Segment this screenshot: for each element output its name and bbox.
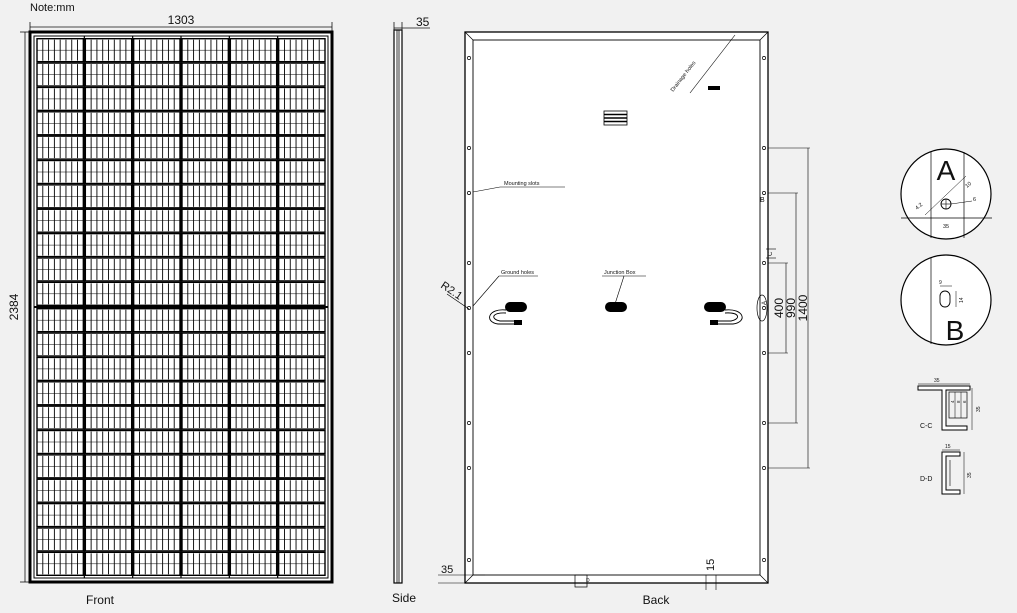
section-dd-d15: 15 xyxy=(945,444,951,450)
detail-a: A 4.2 10 6 35 xyxy=(900,148,992,240)
frame-hole xyxy=(467,421,471,425)
marker-d-label: D xyxy=(586,578,590,584)
front-label: Front xyxy=(86,593,115,607)
frame-hole xyxy=(467,56,471,60)
label-plate xyxy=(603,110,628,126)
ground-holes-label: Ground holes xyxy=(501,270,534,276)
frame-holes xyxy=(467,56,766,562)
drainage-slot xyxy=(708,86,720,90)
front-height-dim: 2384 xyxy=(7,293,21,320)
frame-hole xyxy=(467,351,471,355)
junction-box-left xyxy=(489,302,527,325)
frame-hole xyxy=(467,146,471,150)
detail-a-d42: 4.2 xyxy=(914,202,924,212)
frame-hole xyxy=(762,351,766,355)
frame-hole xyxy=(467,558,471,562)
marker-b-label: B xyxy=(760,197,765,204)
section-cc-d35-top: 35 xyxy=(934,378,940,384)
junction-box-right xyxy=(704,302,743,325)
detail-a-d6: 6 xyxy=(973,197,976,203)
detail-a-d10: 10 xyxy=(964,181,973,190)
back-view: Drainage holes Mounting slots Ground hol… xyxy=(438,31,810,607)
frame-hole xyxy=(762,261,766,265)
junction-box-label: Junction Box xyxy=(604,270,636,276)
dim-990: 990 xyxy=(784,298,798,318)
section-cc-d35-side: 35 xyxy=(976,406,982,412)
frame-hole xyxy=(467,466,471,470)
marker-c-label: C xyxy=(768,251,774,256)
hole-spacing-dimensions xyxy=(768,147,810,469)
frame-hole xyxy=(762,421,766,425)
detail-b-d9: 9 xyxy=(939,280,942,286)
front-view: 1303 2384 Front xyxy=(7,13,334,607)
section-cc: 35 8 6 4 35 C-C xyxy=(917,378,982,431)
side-view: 35 Side xyxy=(392,15,430,605)
frame-hole xyxy=(762,56,766,60)
detail-a-d35: 35 xyxy=(943,224,949,230)
section-cc-d6: 6 xyxy=(962,400,967,403)
frame-hole xyxy=(762,191,766,195)
note-text: Note:mm xyxy=(30,2,75,14)
side-frame xyxy=(393,29,403,584)
frame-hole xyxy=(762,466,766,470)
mounting-slots-label: Mounting slots xyxy=(504,181,540,187)
detail-b-letter: B xyxy=(946,315,965,346)
back-label: Back xyxy=(643,593,671,607)
section-cc-label: C-C xyxy=(920,423,932,430)
section-cc-d4: 4 xyxy=(950,400,955,403)
frame-hole xyxy=(762,306,766,310)
dim-1400: 1400 xyxy=(796,294,810,321)
detail-b: 9 14 B xyxy=(900,254,992,346)
side-label: Side xyxy=(392,591,416,605)
section-dd-label: D-D xyxy=(920,476,932,483)
detail-b-d14: 14 xyxy=(959,297,965,303)
frame-hole xyxy=(467,261,471,265)
detail-a-marker xyxy=(756,294,768,322)
frame-hole xyxy=(762,146,766,150)
junction-box-center xyxy=(605,302,627,312)
back-frame-inner xyxy=(472,39,761,576)
side-thickness-dim: 35 xyxy=(416,15,430,29)
marker-a-label: A xyxy=(762,301,768,305)
section-cc-d8: 8 xyxy=(956,400,961,403)
section-dd-d35: 35 xyxy=(967,472,973,478)
frame-hole xyxy=(762,558,766,562)
dim-35-back: 35 xyxy=(441,564,453,576)
front-width-dim: 1303 xyxy=(168,13,195,27)
frame-hole xyxy=(467,191,471,195)
section-dd: 15 35 D-D xyxy=(920,444,973,495)
detail-a-letter: A xyxy=(937,155,956,186)
radius-label: R2.1 xyxy=(438,280,464,303)
dim-15-back: 15 xyxy=(705,559,717,571)
solar-cell-grid xyxy=(34,36,328,578)
dim-400: 400 xyxy=(772,298,786,318)
